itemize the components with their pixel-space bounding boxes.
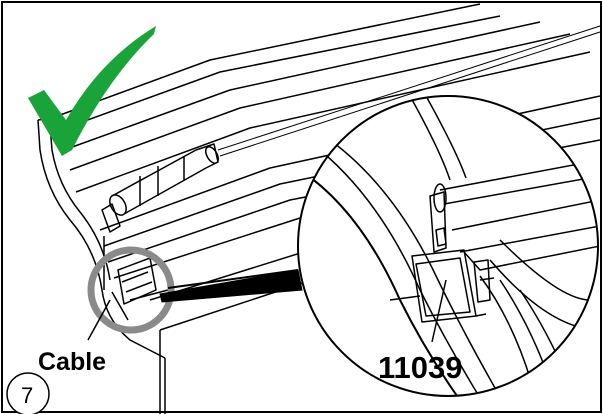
cable-leader-line: [87, 299, 111, 341]
highlight-ring: [87, 246, 175, 334]
zoom-detail-art: [299, 96, 598, 396]
step-number: 7: [21, 383, 33, 408]
check-mark-icon: [28, 26, 156, 156]
part-leader-line: [431, 279, 447, 343]
step-number-badge: 7: [6, 372, 50, 414]
cable-label: Cable: [38, 348, 106, 376]
part-number-label: 11039: [378, 350, 463, 385]
zoom-connector: [159, 269, 303, 303]
